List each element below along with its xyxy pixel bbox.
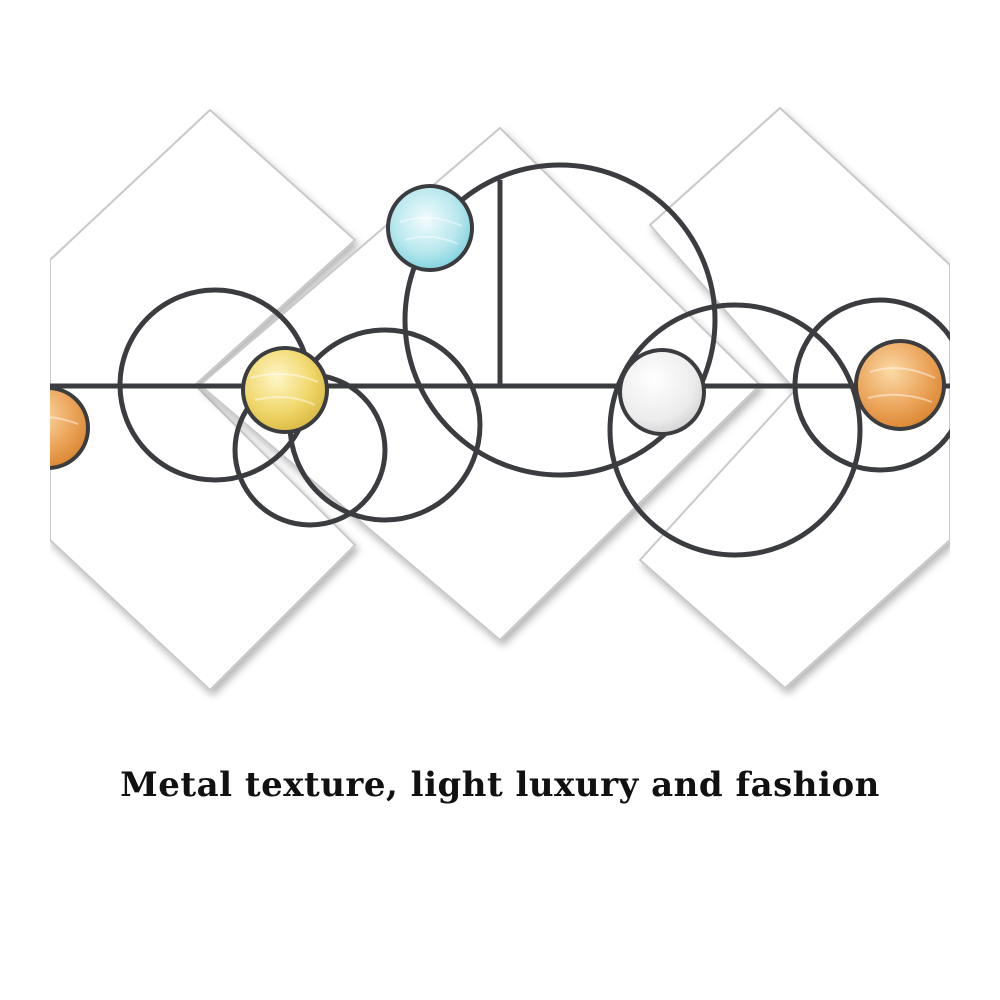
caption: Metal texture, light luxury and fashion bbox=[120, 765, 880, 805]
left-margin bbox=[0, 0, 50, 1000]
white-disc bbox=[618, 348, 706, 436]
left-panel bbox=[49, 108, 357, 692]
right-margin bbox=[950, 0, 1000, 1000]
blue-disc bbox=[386, 184, 474, 272]
yellow-disc bbox=[241, 346, 329, 434]
orange-disc-right bbox=[854, 339, 946, 431]
